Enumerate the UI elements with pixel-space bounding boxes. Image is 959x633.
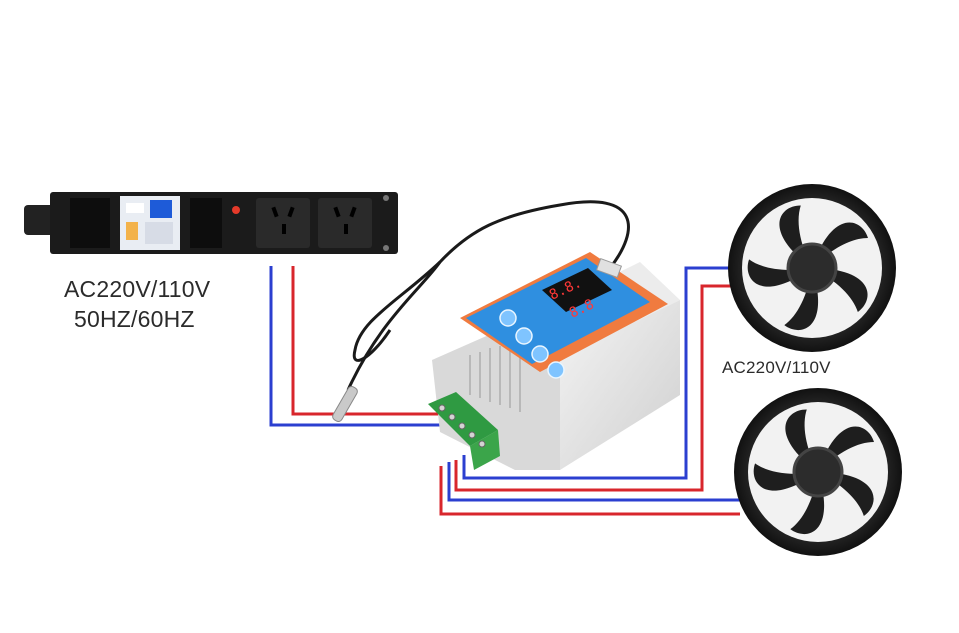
fan-wires <box>439 266 740 516</box>
controller-button-2[interactable] <box>515 327 533 345</box>
fan-2-hub <box>792 446 844 498</box>
controller-panel: 8.8. 8.8 <box>460 252 668 379</box>
temperature-controller: 8.8. 8.8 <box>428 252 680 470</box>
power-strip-plug <box>24 205 54 235</box>
fan2-neutral-wire <box>447 462 740 502</box>
probe-cable <box>352 200 630 362</box>
controller-button-1[interactable] <box>499 309 517 327</box>
temperature-probe <box>332 200 630 422</box>
fan-2 <box>734 388 902 556</box>
socket-2 <box>318 198 372 248</box>
power-strip <box>24 192 398 254</box>
supply-frequency-label: 50HZ/60HZ <box>74 306 195 332</box>
fan1-live-wire <box>454 284 735 492</box>
probe-tip <box>332 386 358 422</box>
controller-button-4[interactable] <box>547 361 565 379</box>
fan-1 <box>728 184 896 352</box>
fan-1-hub <box>786 242 838 294</box>
terminal-block <box>428 392 500 470</box>
fan-voltage-label: AC220V/110V <box>722 358 831 377</box>
probe-connector <box>595 257 623 279</box>
fan2-live-wire <box>439 466 740 516</box>
supply-neutral-wire <box>269 266 440 427</box>
controller-button-3[interactable] <box>531 345 549 363</box>
fan1-neutral-wire <box>462 266 735 480</box>
supply-live-wire <box>291 266 440 416</box>
power-indicator-icon <box>232 206 240 214</box>
supply-wires <box>269 266 440 427</box>
supply-voltage-label: AC220V/110V <box>64 276 211 302</box>
socket-1 <box>256 198 310 248</box>
